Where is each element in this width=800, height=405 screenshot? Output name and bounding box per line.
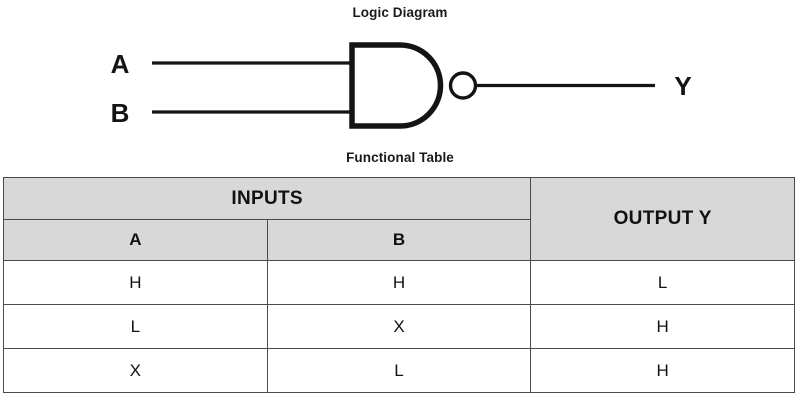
header-column-a: A (3, 219, 268, 261)
cell-b: L (266, 348, 532, 393)
table-subheader-row: A B (3, 219, 795, 261)
functional-table-caption: Functional Table (346, 150, 454, 165)
output-label-y: Y (674, 71, 691, 101)
functional-table: INPUTS OUTPUT Y A B H H L L X H X L H (2, 177, 795, 393)
cell-y: H (530, 304, 795, 349)
cell-a: X (3, 348, 268, 393)
cell-b: X (266, 304, 532, 349)
cell-b: H (266, 260, 532, 305)
input-label-a: A (111, 49, 130, 79)
input-label-b: B (111, 98, 130, 128)
cell-y: H (530, 348, 795, 393)
cell-a: L (3, 304, 268, 349)
logic-diagram-caption: Logic Diagram (352, 5, 448, 20)
header-output-y: OUTPUT Y (530, 177, 795, 261)
header-inputs: INPUTS (2, 177, 532, 220)
cell-a: H (3, 260, 268, 305)
table-row: H H L (3, 260, 795, 305)
table-header-row: INPUTS OUTPUT Y (2, 177, 795, 261)
nand-gate-diagram: A B Y (111, 42, 692, 129)
table-row: L X H (3, 304, 795, 349)
cell-y: L (530, 260, 795, 305)
inversion-bubble-icon (448, 71, 478, 100)
nand-gate-body (349, 42, 444, 129)
logic-diagram-section: Logic Diagram A B Y (0, 0, 800, 172)
header-column-b: B (266, 219, 532, 261)
table-row: X L H (3, 348, 795, 393)
